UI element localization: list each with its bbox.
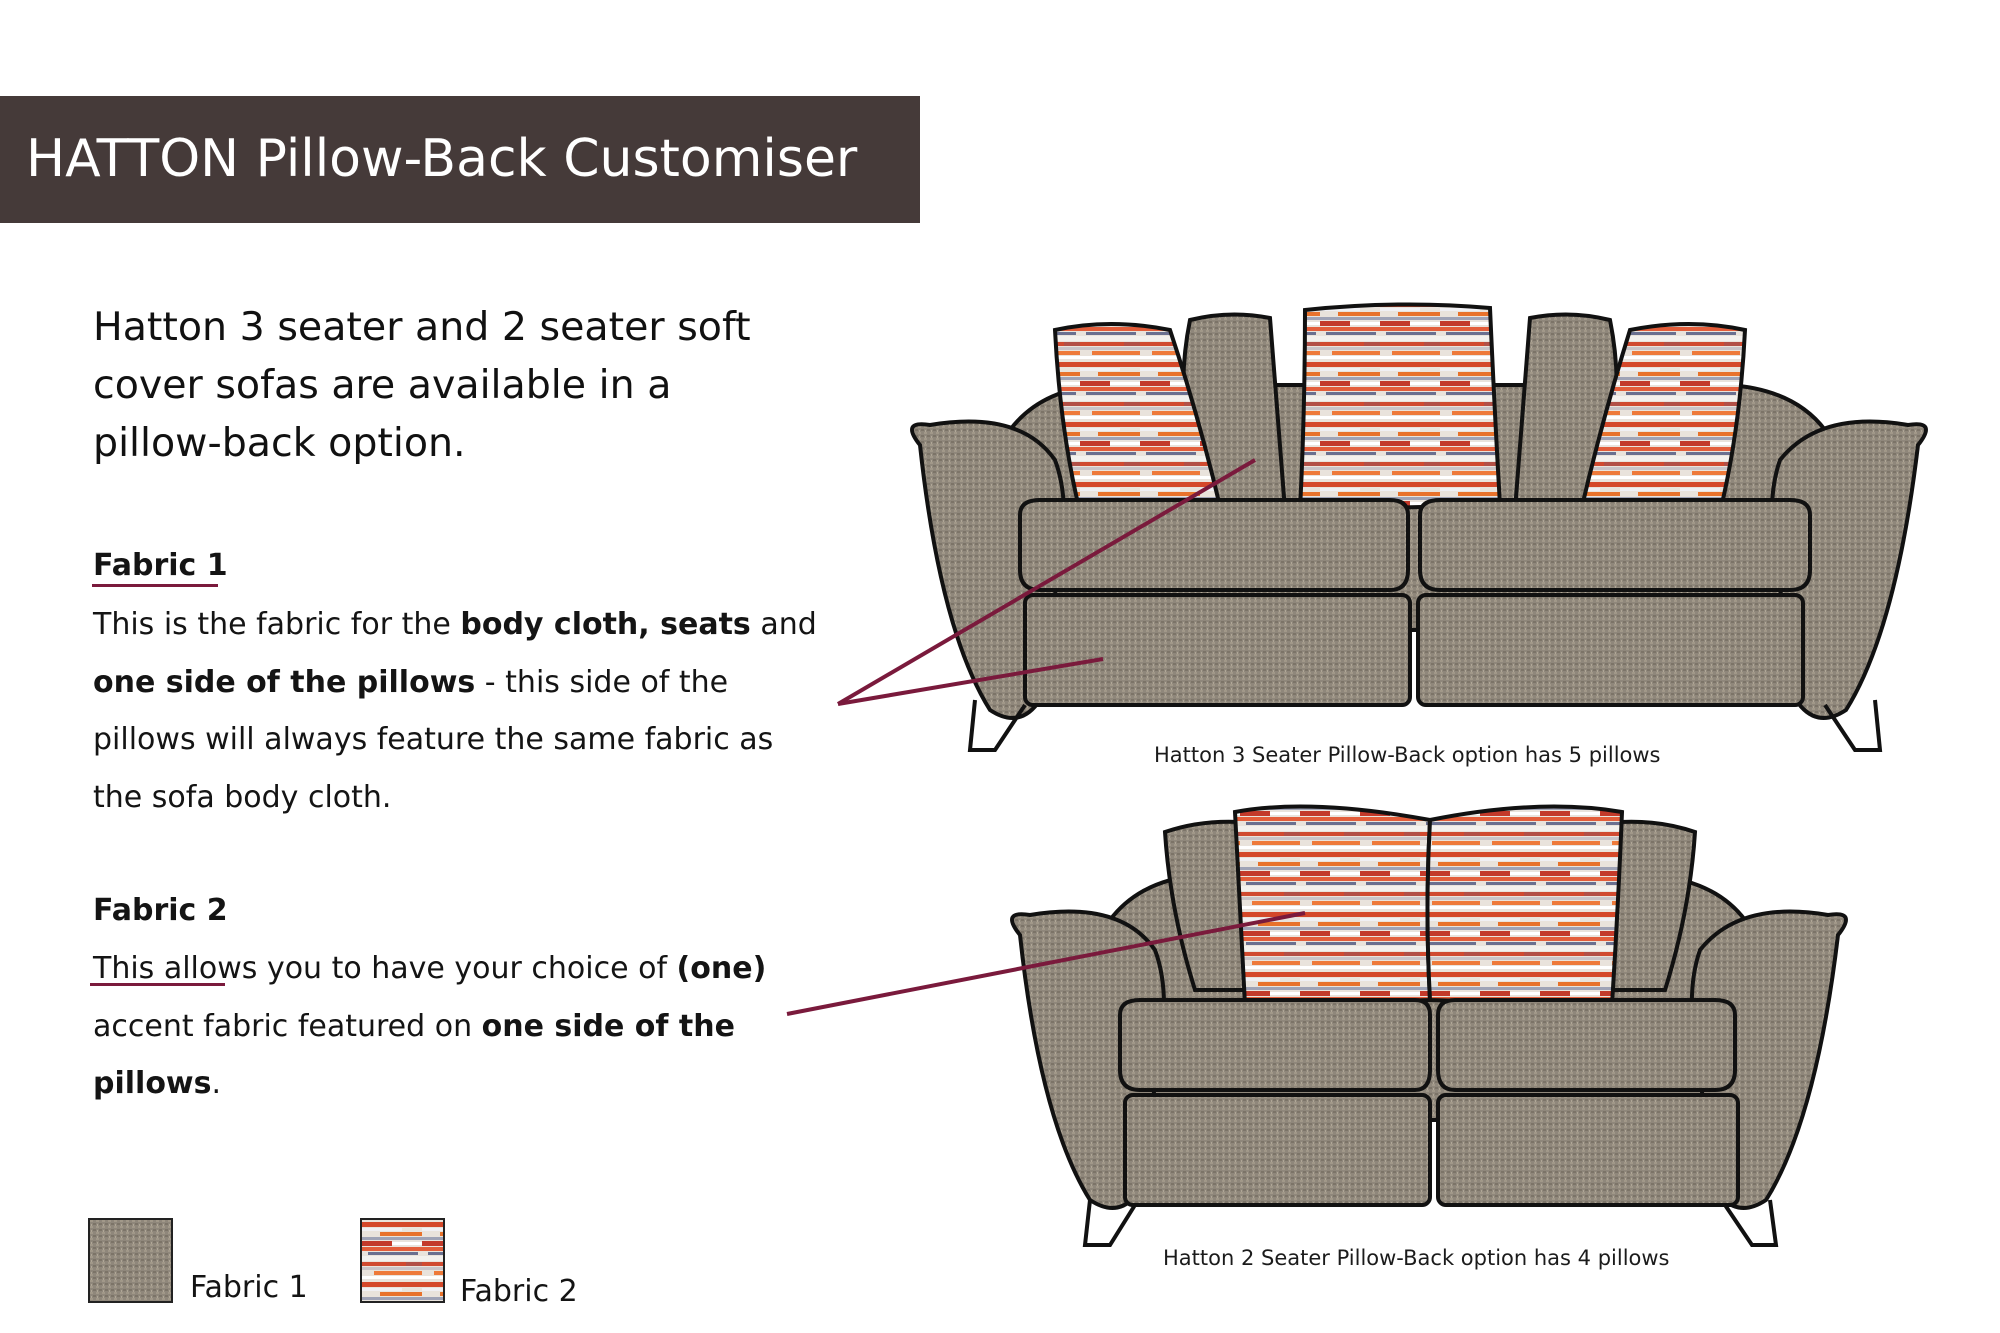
fabric1-heading-underline: [92, 584, 218, 587]
text-run: pillows will always feature the same fab…: [93, 722, 774, 757]
fabric2-swatch-label: Fabric 2: [460, 1274, 578, 1309]
three-seater-sofa-illustration: [910, 302, 1928, 752]
two-seater-caption: Hatton 2 Seater Pillow-Back option has 4…: [1163, 1246, 1670, 1270]
two-seater-sofa-illustration: [1010, 804, 1848, 1247]
text-run-bold: pillows: [93, 1066, 212, 1101]
text-run: .: [211, 1066, 222, 1101]
fabric1-swatch-label: Fabric 1: [190, 1270, 308, 1305]
fabric2-heading: Fabric 2: [93, 893, 228, 928]
page-title: HATTON Pillow-Back Customiser: [26, 129, 858, 189]
text-run: This allows you to have your choice of: [93, 951, 677, 986]
three-seater-caption: Hatton 3 Seater Pillow-Back option has 5…: [1154, 743, 1661, 767]
fabric2-swatch: [360, 1218, 445, 1303]
text-run-bold: body cloth, seats: [460, 607, 751, 642]
fabric1-heading: Fabric 1: [93, 548, 228, 583]
text-run: and: [750, 607, 817, 642]
text-run: accent fabric featured on: [93, 1008, 482, 1044]
intro-line: cover sofas are available in a: [93, 362, 672, 408]
fabric2-text-underline: [90, 983, 225, 986]
text-run-bold: one side of the: [481, 1008, 735, 1044]
intro-text: Hatton 3 seater and 2 seater soft cover …: [93, 298, 853, 472]
intro-line: pillow-back option.: [93, 420, 466, 466]
fabric1-description: This is the fabric for the body cloth, s…: [93, 596, 817, 826]
intro-line: Hatton 3 seater and 2 seater soft: [93, 304, 751, 350]
text-run-bold: (one): [676, 951, 767, 986]
text-run: This is the fabric for the: [93, 607, 461, 642]
text-run: - this side of the: [475, 664, 729, 700]
fabric1-swatch: [88, 1218, 173, 1303]
header-banner: HATTON Pillow-Back Customiser: [0, 96, 920, 223]
text-run: the sofa body cloth.: [93, 779, 392, 815]
text-run-bold: one side of the pillows: [93, 664, 476, 700]
fabric2-description: This allows you to have your choice of (…: [93, 940, 766, 1113]
